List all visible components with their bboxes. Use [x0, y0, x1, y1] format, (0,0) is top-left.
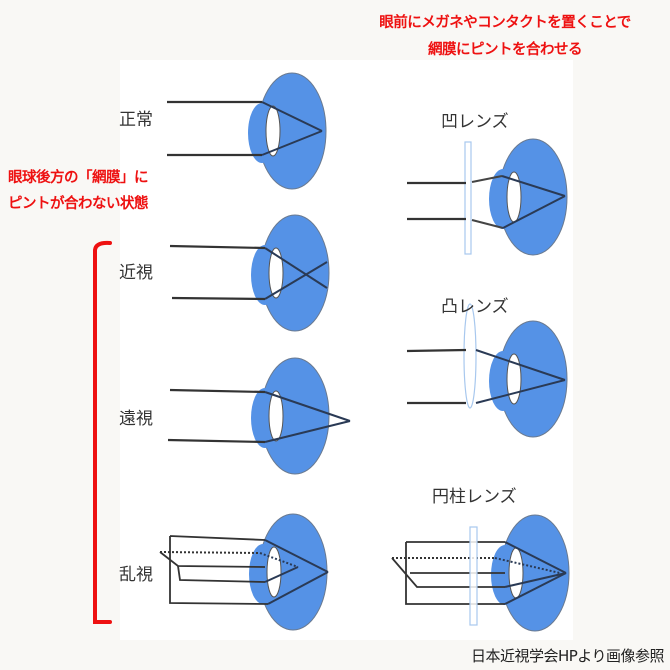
- concave-lens-correction: [407, 138, 568, 256]
- convex-lens: [463, 303, 477, 409]
- refractive-error-note-line-1: 眼球後方の「網膜」に: [8, 170, 149, 186]
- diagram-panel: [120, 60, 573, 640]
- label-concave-lens: 凹レンズ: [441, 112, 509, 132]
- label-convex-lens: 凸レンズ: [441, 297, 509, 317]
- eye-hyperopia: [167, 357, 351, 475]
- concave-lens: [464, 141, 472, 255]
- correction-note-line-2: 網膜にピントを合わせる: [428, 42, 583, 58]
- refractive-error-note-line-2: ピントが合わない状態: [8, 196, 149, 212]
- cylindrical-lens: [469, 526, 478, 626]
- refractive-error-note: 眼球後方の「網膜」に ピントが合わない状態: [8, 165, 149, 217]
- convex-lens-correction: [406, 303, 568, 438]
- label-myopia: 近視: [119, 263, 153, 283]
- eye-normal: [167, 72, 327, 190]
- image-credit: 日本近視学会HPより画像参照: [470, 647, 665, 665]
- bracket: [93, 240, 112, 624]
- label-hyperopia: 遠視: [119, 409, 153, 429]
- eye-myopia: [169, 214, 330, 332]
- eye-astigmatism: [159, 513, 329, 631]
- label-astigmatism: 乱視: [119, 565, 153, 585]
- correction-note: 眼前にメガネやコンタクトを置くことで 網膜にピントを合わせる: [340, 10, 670, 64]
- cylindrical-lens-correction: [391, 514, 570, 632]
- label-cylindrical-lens: 円柱レンズ: [432, 487, 517, 507]
- correction-note-line-1: 眼前にメガネやコンタクトを置くことで: [379, 15, 631, 31]
- label-normal: 正常: [119, 110, 153, 130]
